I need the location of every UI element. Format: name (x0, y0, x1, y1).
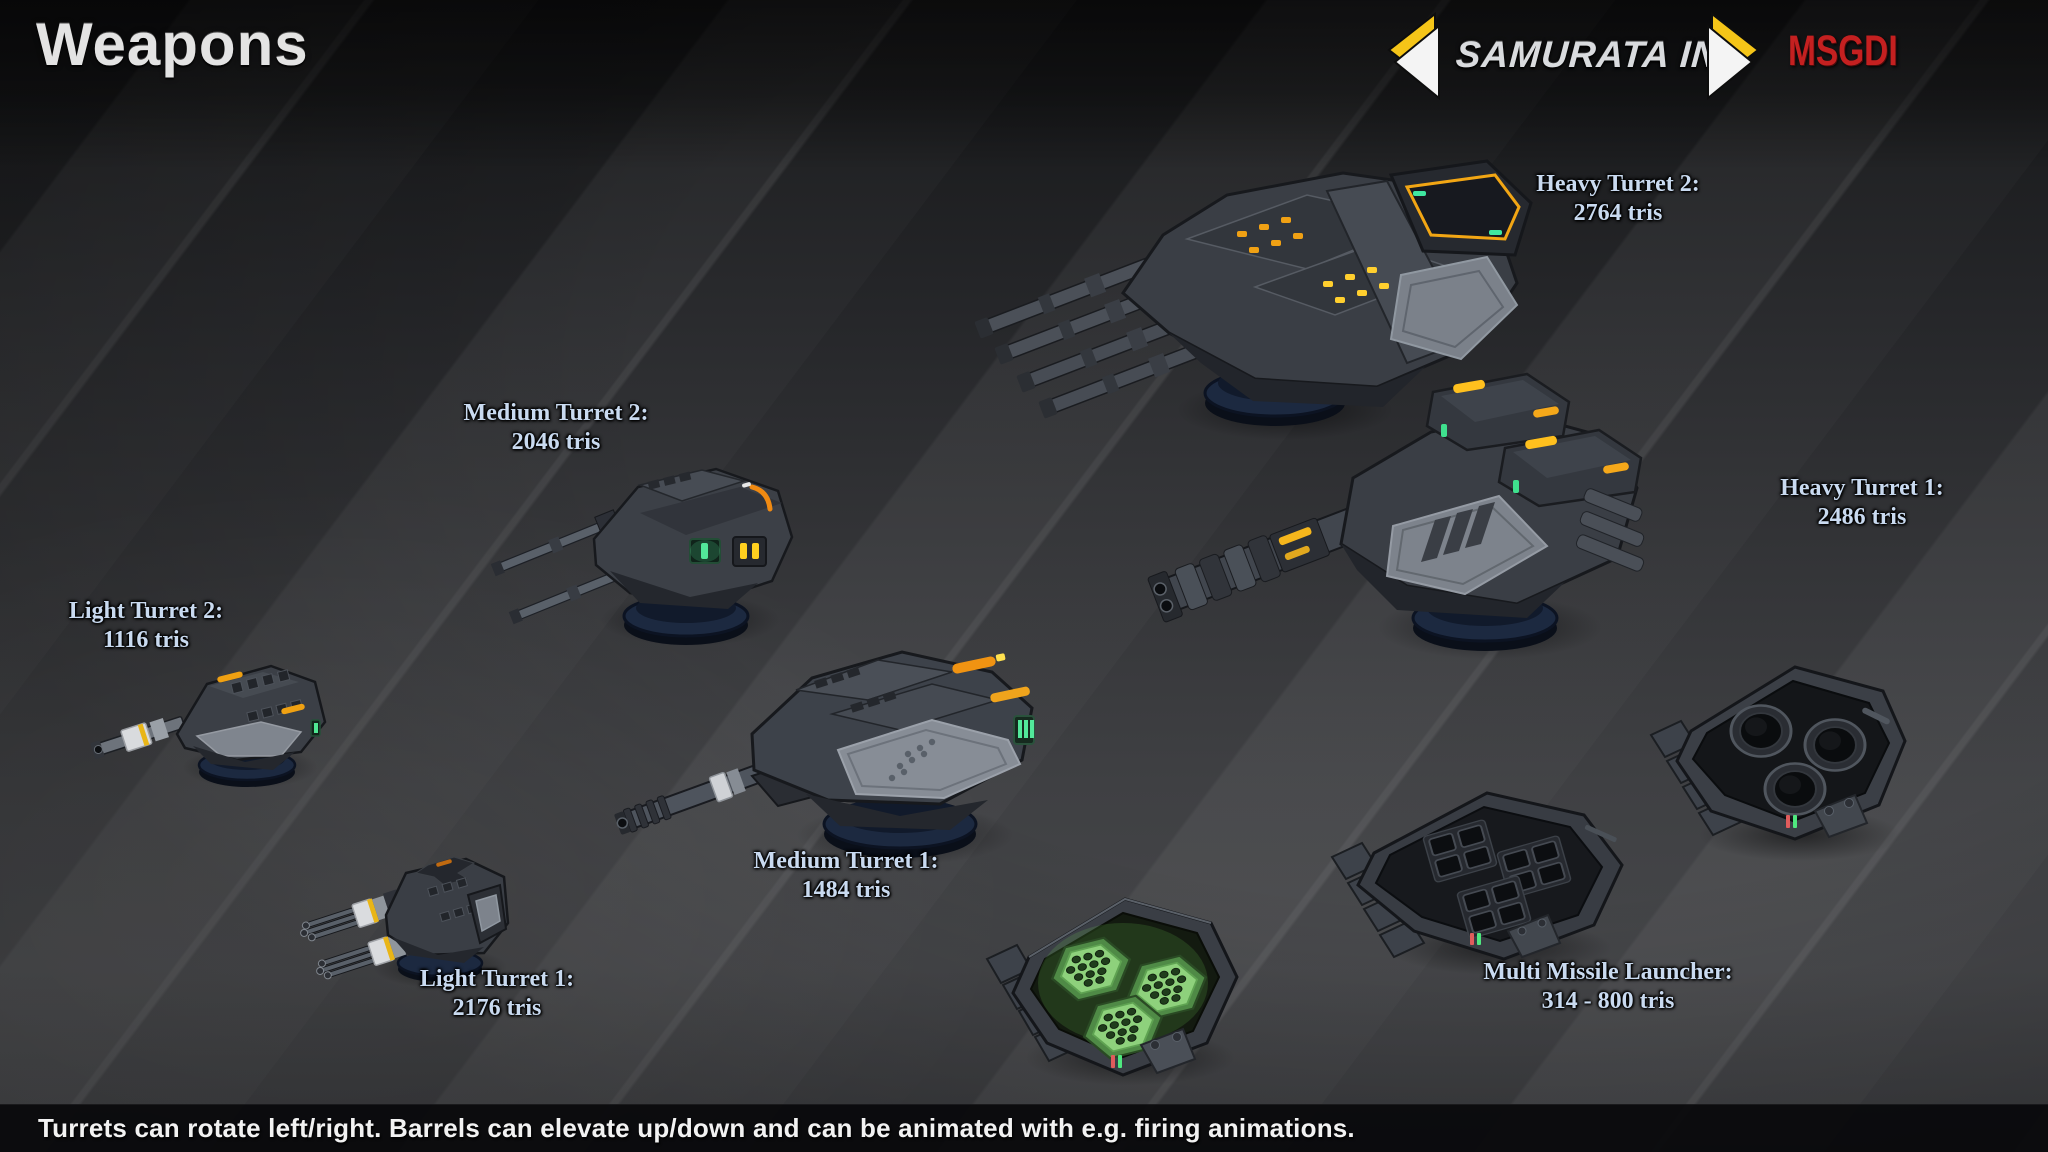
light-turret-1-model (288, 843, 518, 993)
label-multi-missile-launcher: Multi Missile Launcher: 314 - 800 tris (1483, 958, 1732, 1016)
access-panel (1813, 793, 1869, 839)
missile-launcher-round-model (1643, 643, 1908, 868)
model-tris: 1484 tris (801, 877, 891, 903)
label-light-turret-2: Light Turret 2: 1116 tris (69, 597, 223, 655)
msgdi-logo: MSGDI (1788, 28, 1898, 76)
turret-hull (175, 664, 327, 770)
label-heavy-turret-2: Heavy Turret 2: 2764 tris (1536, 170, 1700, 228)
page-title: Weapons (36, 11, 309, 78)
footer-note-bar: Turrets can rotate left/right. Barrels c… (0, 1104, 2048, 1152)
turret-hull (592, 467, 794, 609)
status-lights (1470, 933, 1481, 945)
barrels (974, 256, 1220, 419)
model-name: Light Turret 1: (419, 966, 575, 992)
status-lights (1111, 1055, 1122, 1068)
access-panel (1139, 1027, 1197, 1075)
barrels (490, 509, 641, 625)
footer-note: Turrets can rotate left/right. Barrels c… (38, 1113, 1355, 1143)
label-medium-turret-1: Medium Turret 1: 1484 tris (754, 847, 939, 905)
missile-launcher-square-model (1322, 773, 1662, 973)
turret-hull (384, 856, 510, 963)
model-tris: 2176 tris (452, 995, 542, 1021)
heavy-turret-1-model (1135, 330, 1675, 660)
status-lights (1786, 815, 1797, 828)
missile-pods-green (1050, 936, 1208, 1060)
gatling-barrels (300, 889, 421, 980)
next-arrow-icon[interactable] (1706, 12, 1762, 100)
model-tris: 314 - 800 tris (1541, 988, 1675, 1014)
medium-turret-2-model (490, 443, 810, 658)
missile-launcher-green-model (973, 873, 1263, 1088)
medium-turret-1-model (600, 598, 1060, 858)
turret-hull (1121, 159, 1533, 407)
brand-name: SAMURATA INC (1454, 34, 1749, 75)
model-tris: 1116 tris (102, 627, 189, 653)
model-tris: 2046 tris (511, 429, 601, 455)
model-name: Light Turret 2: (68, 598, 224, 624)
light-turret-2-model (85, 648, 335, 793)
model-tris: 2486 tris (1817, 504, 1907, 530)
cannon-barrel (1147, 504, 1372, 623)
model-tris: 2764 tris (1573, 200, 1663, 226)
access-panel (1506, 913, 1562, 959)
label-light-turret-1: Light Turret 1: 2176 tris (420, 965, 574, 1023)
launcher-tubes (1729, 704, 1867, 816)
model-name: Medium Turret 2: (463, 400, 649, 426)
turret-hull (750, 650, 1035, 830)
model-name: Heavy Turret 2: (1536, 171, 1700, 197)
model-name: Heavy Turret 1: (1780, 475, 1944, 501)
barrel (90, 716, 186, 759)
model-name: Multi Missile Launcher: (1483, 959, 1733, 985)
prev-arrow-icon[interactable] (1385, 12, 1441, 100)
turret-hull (1339, 372, 1645, 618)
missile-cells (1422, 819, 1572, 939)
label-medium-turret-2: Medium Turret 2: 2046 tris (464, 399, 649, 457)
label-heavy-turret-1: Heavy Turret 1: 2486 tris (1780, 474, 1944, 532)
model-name: Medium Turret 1: (753, 848, 939, 874)
cannon-barrel (614, 761, 772, 835)
heavy-turret-2-model (955, 135, 1565, 445)
